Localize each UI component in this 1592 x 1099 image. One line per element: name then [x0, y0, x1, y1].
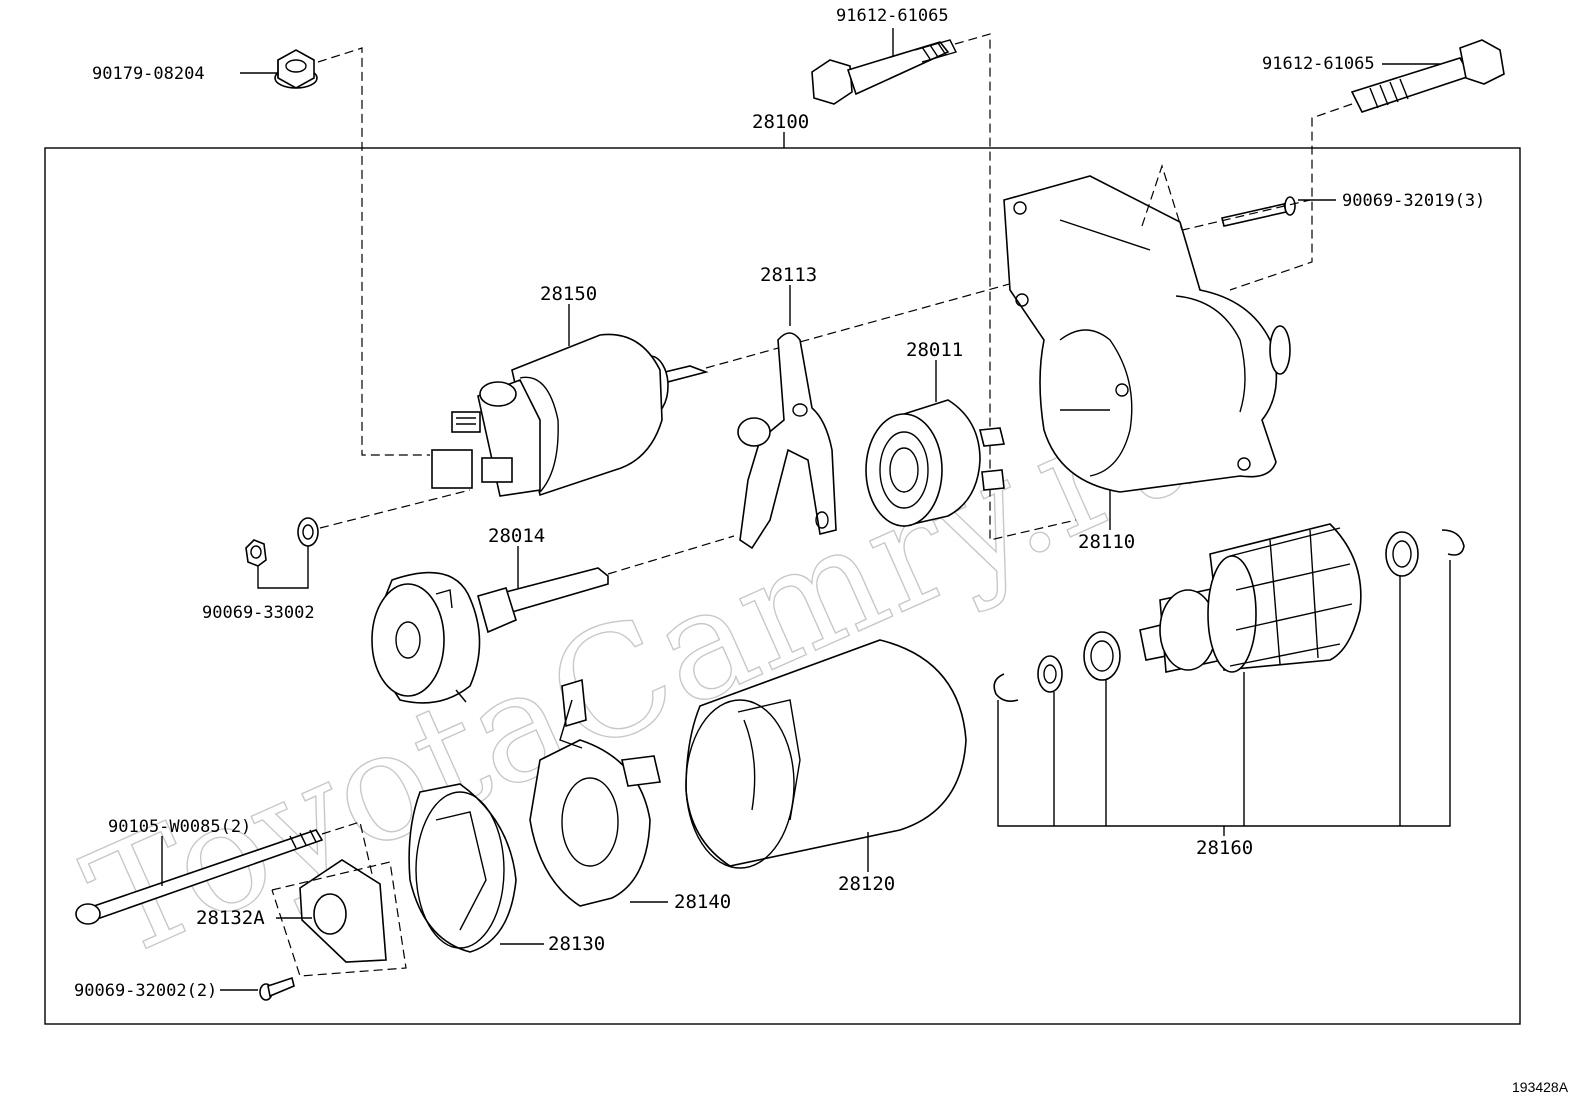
assembly-frame	[44, 147, 1521, 1025]
screw-icon	[1221, 196, 1296, 227]
brush-holder-icon	[529, 678, 661, 907]
drive-lever-icon	[737, 332, 837, 550]
starter-clutch-icon	[865, 399, 1006, 528]
part-label-90179-08204: 90179-08204	[92, 64, 205, 84]
part-label-28110: 28110	[1078, 531, 1135, 553]
part-label-28130: 28130	[548, 933, 605, 955]
part-label-28014: 28014	[488, 525, 545, 547]
flange-bolt-icon	[811, 39, 958, 105]
part-label-28132A: 28132A	[196, 907, 265, 929]
nut-washer-icon	[245, 517, 319, 567]
flange-nut-icon	[274, 49, 318, 89]
screw-icon	[259, 976, 295, 1001]
part-label-90069-32019: 90069-32019(3)	[1342, 191, 1485, 211]
part-label-28140: 28140	[674, 891, 731, 913]
snap-ring-icon	[993, 529, 1465, 702]
end-frame-icon	[408, 783, 517, 953]
washer-icon	[1037, 531, 1419, 693]
starter-housing-icon	[1003, 175, 1291, 493]
figure-code: 193428A	[1512, 1079, 1569, 1095]
part-label-90105-W0085: 90105-W0085(2)	[108, 817, 251, 837]
solenoid-switch-icon	[431, 333, 709, 497]
through-bolt-icon	[75, 829, 324, 925]
part-label-91612-61065-a: 91612-61065	[836, 6, 949, 26]
flange-bolt-icon	[1350, 39, 1505, 113]
part-label-28011: 28011	[906, 339, 963, 361]
part-label-28113: 28113	[760, 264, 817, 286]
part-label-90069-33002: 90069-33002	[202, 603, 315, 623]
yoke-icon	[685, 639, 967, 869]
part-label-91612-61065-b: 91612-61065	[1262, 54, 1375, 74]
part-label-90069-32002: 90069-32002(2)	[74, 981, 217, 1001]
armature-icon	[1139, 523, 1362, 673]
gear-shaft-icon	[371, 567, 609, 704]
part-label-28120: 28120	[838, 873, 895, 895]
part-label-28160: 28160	[1196, 837, 1253, 859]
part-label-28150: 28150	[540, 283, 597, 305]
end-cover-icon	[299, 859, 387, 963]
assembly-label: 28100	[752, 111, 809, 133]
